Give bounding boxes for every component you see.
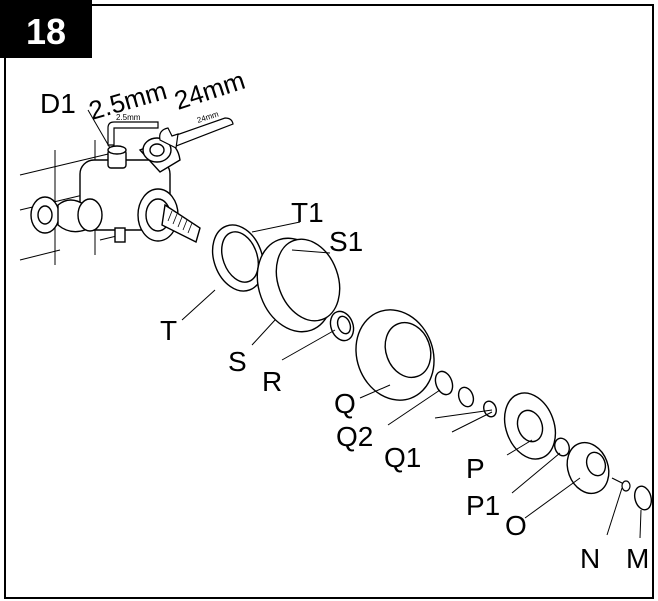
- part-t-ring: [211, 224, 265, 292]
- label-d1: D1: [40, 88, 76, 119]
- label-n: N: [580, 543, 600, 574]
- label-q1: Q1: [384, 442, 421, 473]
- label-p1: P1: [466, 490, 500, 521]
- label-r: R: [262, 366, 282, 397]
- spindle-threads: [167, 210, 193, 234]
- label-t: T: [160, 315, 177, 346]
- part-q2-q1-orings: [434, 370, 497, 418]
- panel-border: [4, 4, 654, 599]
- hex-key-size-small: 2.5mm: [116, 113, 141, 122]
- label-t1: T1: [291, 197, 324, 228]
- part-p1-oring: [554, 437, 570, 457]
- part-q-nut: [355, 309, 435, 401]
- label-p: P: [466, 453, 485, 484]
- part-r-ring: [329, 310, 355, 342]
- label-o: O: [505, 510, 527, 541]
- hex-key-tool: [107, 121, 159, 146]
- label-s1: S1: [329, 226, 363, 257]
- part-p-plate: [503, 392, 557, 460]
- part-o-knob: [566, 441, 610, 495]
- label-q: Q: [334, 388, 356, 419]
- spanner-tool: [159, 117, 234, 149]
- part-n-screw: [611, 477, 631, 492]
- part-m-cap: [633, 485, 653, 511]
- spanner-size-label: 24mm: [171, 65, 249, 116]
- leader-lines: [87, 109, 642, 539]
- step-number: 18: [26, 11, 66, 52]
- step-badge: [0, 0, 92, 58]
- label-m: M: [626, 543, 649, 574]
- part-s-shroud: [256, 237, 341, 333]
- label-q2: Q2: [336, 421, 373, 452]
- valve-body: [30, 137, 201, 244]
- label-s: S: [228, 346, 247, 377]
